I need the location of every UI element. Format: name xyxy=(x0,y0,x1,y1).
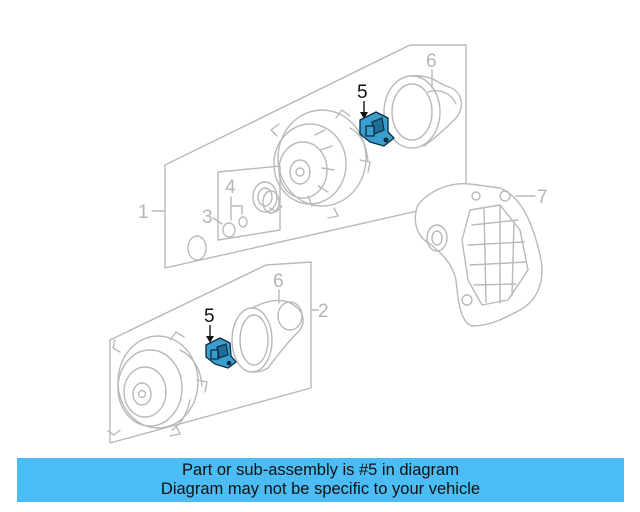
o-ring xyxy=(187,235,207,261)
sub-kit-box: 4 3 xyxy=(202,165,281,241)
callout-6-upper: 6 xyxy=(426,51,437,72)
pulley-housing-lower: 6 xyxy=(231,271,304,373)
callout-5-lower: 5 xyxy=(204,306,215,327)
lower-assembly-frame: 2 xyxy=(109,261,329,444)
part-5-lower: 5 xyxy=(204,306,237,369)
bracket-7: 7 xyxy=(414,183,548,327)
banner-line-1: Part or sub-assembly is #5 in diagram xyxy=(182,461,459,479)
pulley-housing-upper: 6 xyxy=(383,51,463,149)
callout-7: 7 xyxy=(537,187,548,208)
banner-line-2: Diagram may not be specific to your vehi… xyxy=(160,480,481,498)
callout-1: 1 xyxy=(138,202,149,223)
callout-2: 2 xyxy=(318,301,329,322)
callout-4: 4 xyxy=(225,177,236,198)
upper-assembly-frame: 1 xyxy=(138,44,467,269)
alternator-lower xyxy=(107,331,208,437)
part-5-upper: 5 xyxy=(357,82,395,147)
callout-3: 3 xyxy=(202,207,213,228)
callout-6-lower: 6 xyxy=(273,271,284,292)
callout-5-upper: 5 xyxy=(357,82,368,103)
info-banner: Part or sub-assembly is #5 in diagram Di… xyxy=(17,458,624,502)
alternator-upper xyxy=(269,109,371,219)
parts-diagram: 1 6 5 4 3 xyxy=(107,44,548,444)
